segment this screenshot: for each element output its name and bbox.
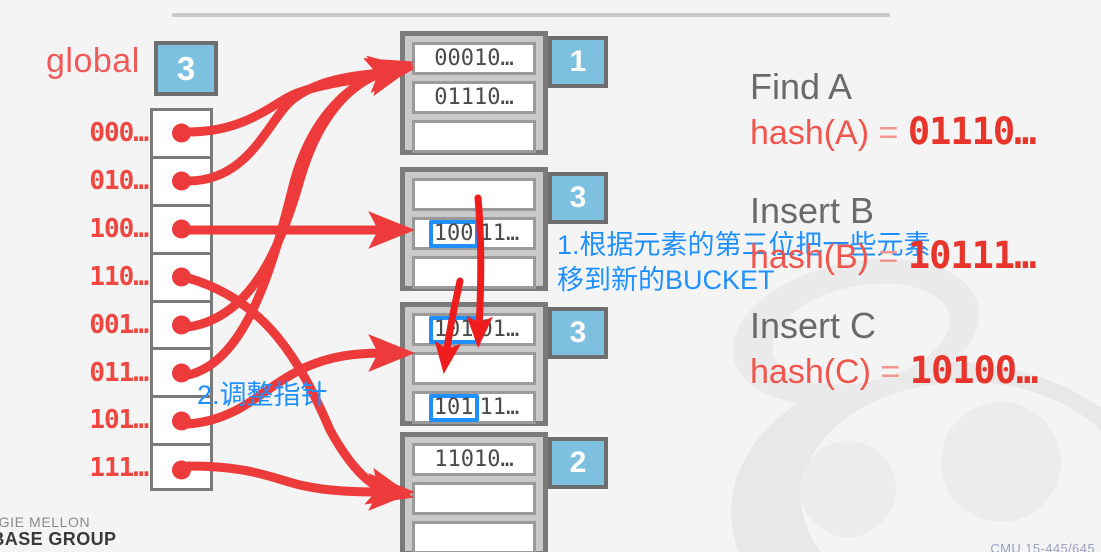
bucket-slot[interactable] — [412, 521, 536, 552]
operation-title: Insert C — [750, 305, 877, 346]
pointer-dot-icon — [172, 460, 191, 480]
pointer-dot-icon — [172, 171, 191, 191]
equals-sign: = — [878, 114, 899, 152]
hash-value: 10111… — [907, 234, 1037, 277]
bucket-slot[interactable] — [412, 120, 536, 153]
operation-hash: hash(A) = 01110… — [750, 110, 1037, 153]
directory-cell[interactable] — [153, 446, 210, 494]
operation-hash: hash(B) = 10111… — [750, 234, 1037, 277]
slot-value: 01110… — [434, 85, 514, 110]
operation-title: Insert B — [750, 190, 875, 231]
bucket-slot[interactable] — [412, 256, 536, 289]
pointer-dot-icon — [172, 315, 191, 335]
directory-cell[interactable] — [153, 303, 210, 351]
bucket-slot[interactable]: 01110… — [412, 81, 536, 114]
slot-value: 11… — [479, 395, 520, 420]
global-depth-badge: 3 — [154, 41, 218, 96]
directory-cell[interactable] — [153, 255, 210, 303]
directory-cell[interactable] — [153, 159, 210, 207]
background-swoosh — [801, 382, 1101, 552]
course-tag: CMU 15-445/645 — [990, 541, 1095, 552]
bucket-slot[interactable] — [412, 352, 536, 385]
global-depth-label: global — [46, 42, 140, 80]
operation-hash: hash(C) = 10100… — [750, 349, 1039, 392]
directory-cell[interactable] — [153, 207, 210, 255]
hash-function-label: hash(A) — [750, 114, 870, 152]
directory-key-label: 000… — [89, 118, 149, 148]
operation-title: Find A — [750, 66, 853, 107]
pointer-dot-icon — [172, 411, 191, 431]
highlighted-prefix: 101 — [428, 393, 479, 422]
slot-value: 01… — [479, 317, 520, 342]
equals-sign: = — [880, 353, 901, 391]
pointer-dot-icon — [172, 219, 191, 239]
bucket-local-depth-badge: 2 — [548, 437, 608, 489]
directory-key-label: 110… — [89, 261, 149, 292]
directory-key-label: 101… — [89, 405, 149, 436]
bucket-slot[interactable]: 00010… — [412, 42, 536, 75]
highlighted-prefix: 101 — [428, 315, 479, 344]
bucket-slot[interactable]: 11010… — [412, 443, 536, 476]
directory-key-label: 010… — [89, 165, 149, 196]
background-swoosh — [941, 402, 1061, 522]
highlighted-prefix: 100 — [428, 219, 479, 248]
background-swoosh — [800, 441, 896, 537]
directory-key-label: 111… — [89, 453, 149, 484]
annotation-note-1: 1.根据元素的第三位把一些元素 移到新的BUCKET — [557, 230, 931, 295]
bucket-local-depth-badge: 1 — [548, 36, 608, 88]
hash-value: 01110… — [907, 110, 1037, 153]
bucket-slot[interactable] — [412, 482, 536, 515]
hash-directory — [150, 108, 213, 491]
bucket[interactable]: 11010… — [400, 432, 548, 552]
bucket-slot[interactable] — [412, 178, 536, 211]
hash-function-label: hash(C) — [750, 353, 871, 391]
slot-value: 11010… — [434, 447, 514, 472]
slot-value: 11… — [479, 221, 520, 246]
cmu-database-group-logo: NEGIE MELLON ABASE GROUP — [0, 513, 117, 550]
annotation-note-2: 2.调整指针 — [197, 380, 328, 410]
slot-value: 00010… — [434, 46, 514, 71]
logo-line-2: ABASE GROUP — [0, 529, 117, 550]
logo-line-1: NEGIE MELLON — [0, 513, 91, 530]
pointer-dot-icon — [172, 267, 191, 287]
bucket-local-depth-badge: 3 — [548, 307, 608, 359]
directory-key-label: 001… — [89, 309, 149, 340]
directory-cell[interactable] — [153, 111, 210, 159]
pointer-dot-icon — [172, 123, 191, 143]
directory-key-label: 100… — [89, 213, 149, 244]
hash-value: 10100… — [909, 349, 1039, 392]
pointer-dot-icon — [172, 363, 191, 383]
equals-sign: = — [878, 238, 899, 276]
bucket[interactable]: 00010… 01110… — [400, 31, 548, 155]
slide-top-rule — [172, 13, 890, 17]
hash-function-label: hash(B) — [750, 238, 870, 276]
bucket-local-depth-badge: 3 — [548, 172, 608, 224]
directory-key-label: 011… — [89, 357, 149, 388]
